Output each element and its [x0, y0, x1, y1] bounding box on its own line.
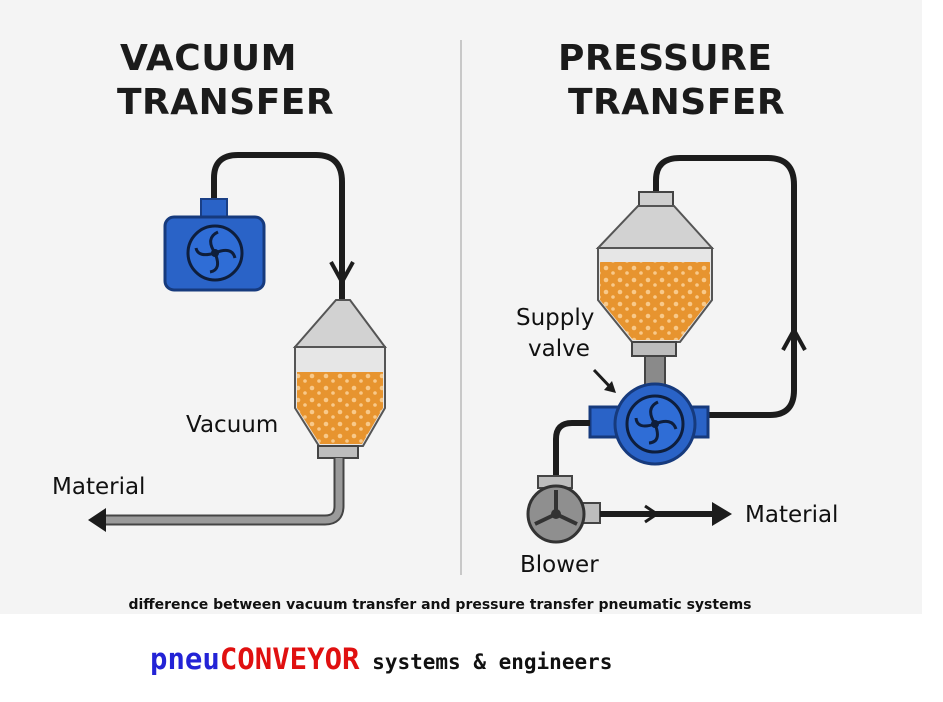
fan-icon: [186, 224, 244, 282]
pressure-title-line2: TRANSFER: [568, 82, 785, 123]
vacuum-material-fill: [297, 372, 383, 444]
pressure-arrow-icon: [781, 325, 807, 351]
blower-label: Blower: [520, 552, 599, 578]
brand-pneu: pneu: [150, 642, 220, 676]
vacuum-label: Vacuum: [186, 412, 278, 438]
brand-tagline: systems & engineers: [359, 650, 613, 674]
supply-valve: [588, 382, 710, 466]
pressure-return-line: [653, 155, 797, 418]
supply-label-line2: valve: [528, 336, 590, 362]
vacuum-arrow-icon: [329, 261, 355, 287]
vacuum-title-line1: VACUUM: [120, 38, 297, 79]
vacuum-material-arrow-icon: [88, 508, 106, 532]
brand-conveyor: CONVEYOR: [219, 642, 360, 676]
vacuum-line: [211, 152, 345, 300]
caption: difference between vacuum transfer and p…: [128, 597, 752, 613]
vacuum-hopper: [292, 299, 387, 459]
vacuum-title-line2: TRANSFER: [117, 82, 334, 123]
fan-icon: [625, 394, 685, 454]
pressure-material-arrow-icon: [712, 502, 732, 526]
valve-to-blower-line: [553, 420, 590, 478]
blower: [526, 475, 601, 544]
fan-icon: [534, 490, 578, 526]
supply-label-line1: Supply: [516, 305, 594, 331]
vacuum-material-label: Material: [52, 474, 145, 500]
brand-line: pneuCONVEYOR systems & engineers: [150, 642, 612, 676]
pressure-material-label: Material: [745, 502, 838, 528]
vacuum-pump: [163, 198, 266, 292]
pressure-title-line1: PRESSURE: [558, 38, 772, 79]
pressure-hopper: [595, 191, 715, 393]
pressure-material-fill: [600, 262, 710, 340]
